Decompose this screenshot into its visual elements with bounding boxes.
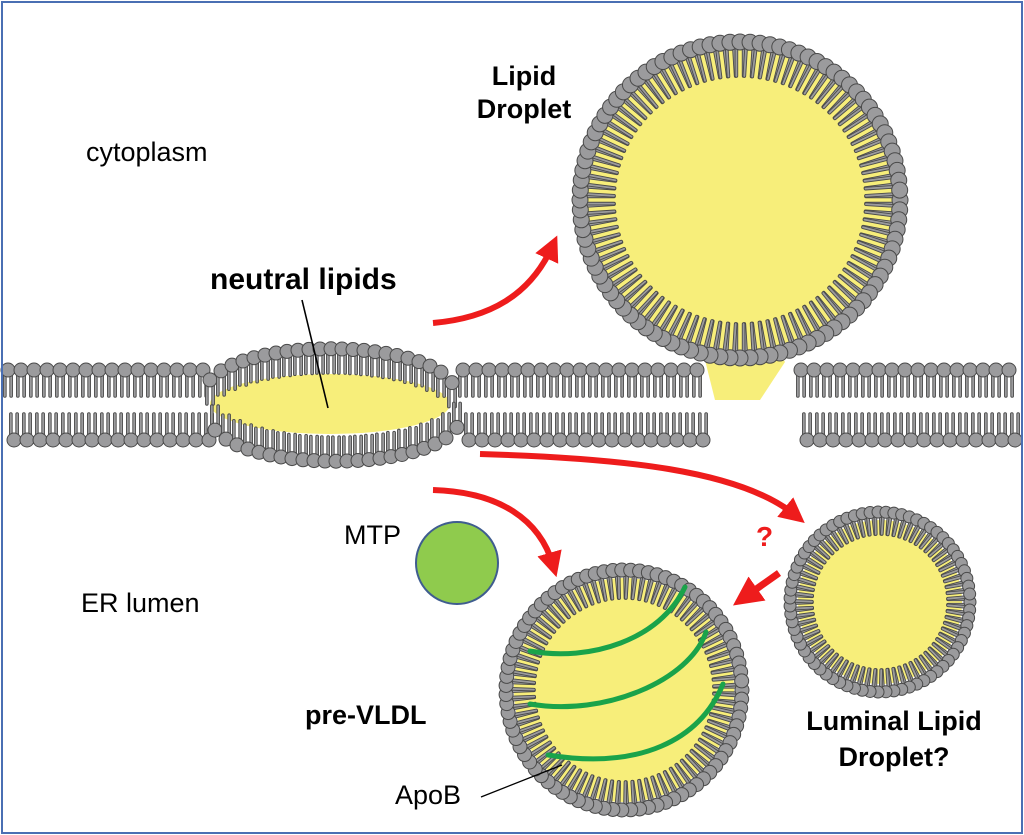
arrow-to-pre-vldl [432, 487, 562, 578]
cytoplasmic-lipid-droplet [571, 33, 909, 400]
neutral-lipids-leader-line [301, 299, 329, 409]
arrow-to-lipid-droplet [432, 235, 559, 326]
apob-leader-line [480, 764, 563, 798]
mtp-protein [415, 521, 499, 605]
luminal-lipid-droplet-label: Luminal Lipid Droplet? [784, 703, 1004, 775]
arrow-luminal-to-pre-vldl [732, 570, 782, 606]
pre-vldl-particle [498, 562, 750, 818]
apob-strand [545, 681, 726, 762]
mtp-label: MTP [344, 520, 401, 550]
lipid-droplet-label-line2: Droplet [476, 94, 572, 124]
lipid-droplet-label-line1: Lipid [491, 61, 557, 91]
question-mark: ? [756, 521, 774, 552]
er-membrane-bilayer [0, 362, 1023, 448]
neutral-lipids-label: neutral lipids [210, 263, 397, 296]
lipid-droplet-label: Lipid Droplet [470, 60, 578, 126]
apob-label: ApoB [395, 780, 462, 810]
apob-strand [527, 629, 709, 710]
neutral-lipid-lens [202, 341, 465, 469]
cytoplasm-label: cytoplasm [86, 137, 208, 167]
luminal-lipid-droplet-label-line1: Luminal Lipid [806, 706, 982, 736]
arrow-to-luminal-droplet [479, 451, 805, 523]
luminal-lipid-droplet [783, 505, 977, 699]
er-lumen-label: ER lumen [81, 588, 200, 618]
apob-strand [527, 584, 688, 657]
pre-vldl-label: pre-VLDL [305, 700, 427, 730]
luminal-lipid-droplet-label-line2: Droplet? [838, 742, 950, 772]
